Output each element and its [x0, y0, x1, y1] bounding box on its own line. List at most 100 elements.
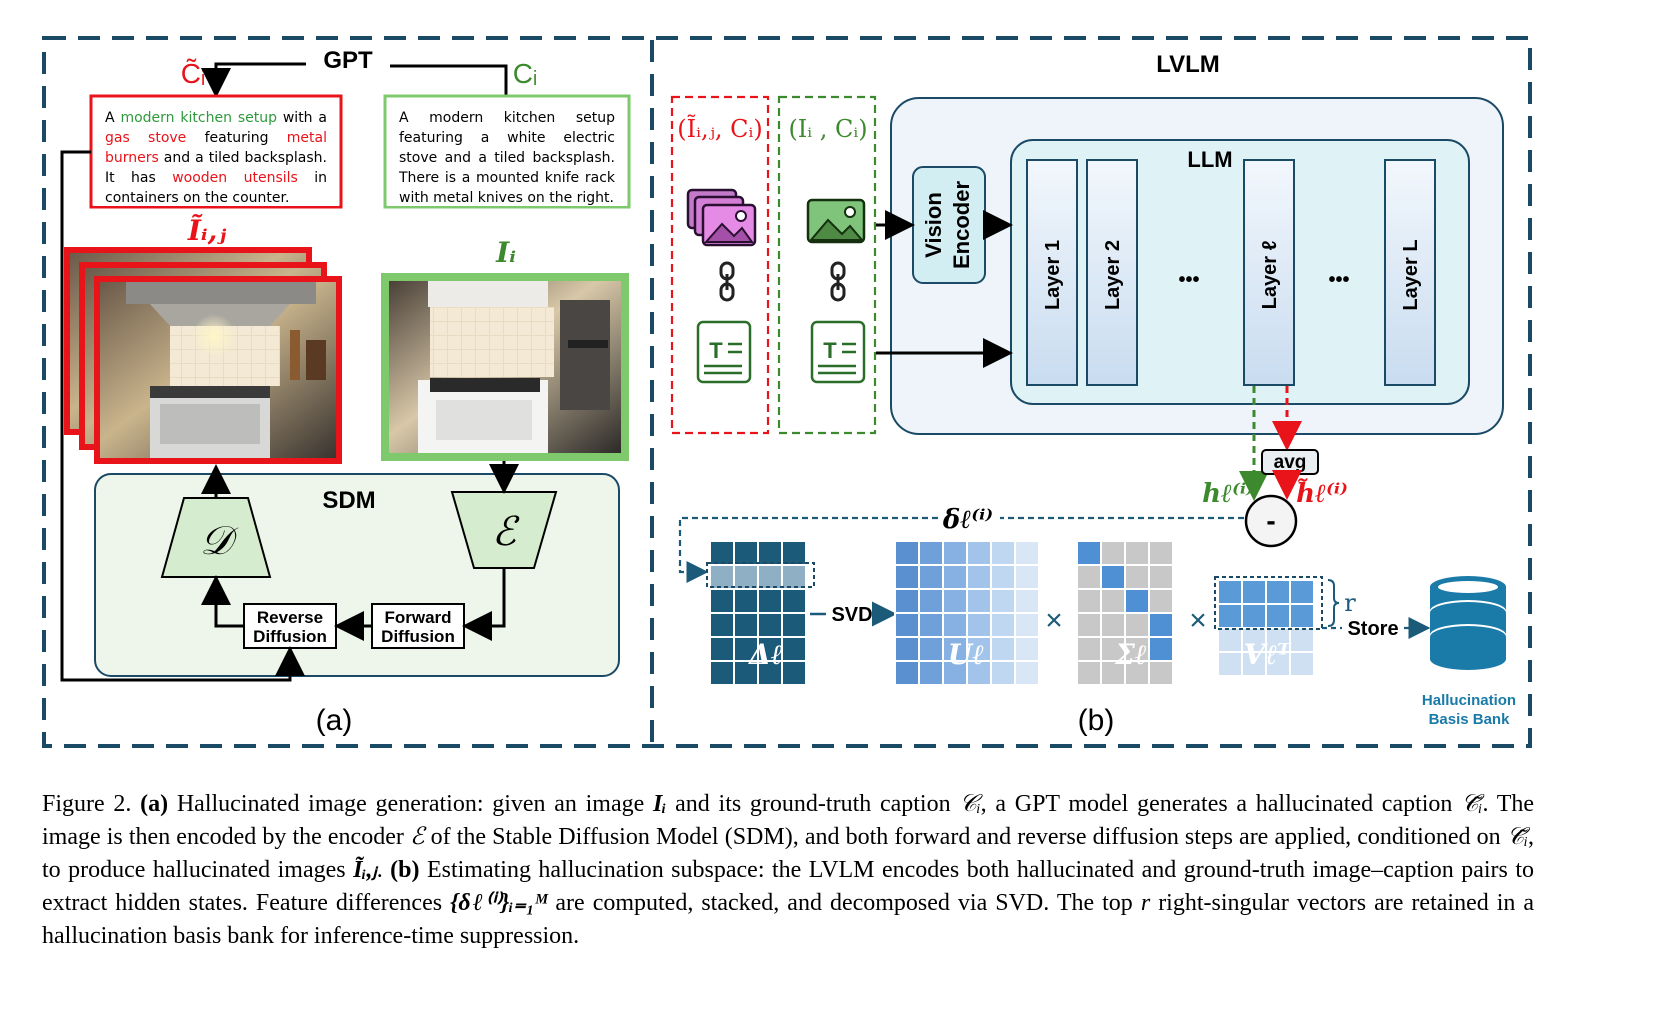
gt-pair-box [777, 95, 877, 435]
v-matrix-cell [1265, 579, 1291, 605]
sigma-matrix-cell [1100, 588, 1126, 614]
u-matrix-cell [990, 636, 1016, 662]
delta-matrix-cell [709, 564, 735, 590]
database-icon [1430, 576, 1506, 670]
u-matrix-cell [918, 540, 944, 566]
delta-matrix [709, 540, 807, 686]
layer-2-label: Layer 2 [1102, 240, 1124, 310]
layer-ellipsis-1: ••• [1178, 269, 1199, 291]
hallucinated-caption-part: gas stove [105, 130, 187, 146]
u-matrix-cell [894, 612, 920, 638]
sigma-matrix [1076, 540, 1174, 686]
u-matrix-cell [990, 588, 1016, 614]
caption-a-sym3: 𝒞̃ᵢ [1461, 791, 1483, 817]
delta-matrix-cell [733, 540, 759, 566]
v-matrix [1217, 579, 1315, 677]
v-matrix-cell [1289, 627, 1315, 653]
v-matrix-cell [1241, 651, 1267, 677]
image-icon [806, 198, 866, 244]
delta-matrix-cell [733, 564, 759, 590]
delta-matrix-cell [757, 540, 783, 566]
delta-label: δℓ⁽ⁱ⁾ [942, 505, 993, 535]
sigma-matrix-cell [1148, 588, 1174, 614]
u-matrix-cell [942, 612, 968, 638]
hallucinated-caption-part: with a [276, 110, 328, 126]
sigma-matrix-cell [1148, 540, 1174, 566]
u-matrix-cell [1014, 636, 1040, 662]
u-matrix-label: Uℓ [948, 638, 984, 671]
u-matrix-cell [918, 588, 944, 614]
hallucinated-image-stack [64, 247, 342, 464]
sigma-matrix-cell [1148, 636, 1174, 662]
delta-matrix-cell [781, 540, 807, 566]
forward-diffusion-line1: Forward [384, 608, 451, 627]
delta-matrix-cell [781, 660, 807, 686]
gt-image [381, 273, 629, 461]
caption-a-text5: of the Stable Diffusion Model (SDM), and… [430, 824, 1501, 850]
hallucinated-caption-part: metal burners [105, 130, 327, 166]
caption-condition-arrow [60, 150, 305, 682]
hallucinated-pair-box [670, 95, 770, 435]
u-matrix-cell [1014, 588, 1040, 614]
caption-a-sym5: 𝒞̃ᵢ [1506, 824, 1529, 850]
i-tilde-label: Ĩᵢ,ⱼ [187, 214, 227, 247]
gt-caption-text: A modern kitchen setup featuring a white… [387, 100, 627, 206]
caption-a-sym1: Iᵢ [653, 791, 667, 817]
caption-fig-label: Figure 2. [42, 791, 132, 817]
link-icon-gt [830, 261, 846, 302]
h-tilde-label: h̃ℓ⁽ⁱ⁾ [1296, 478, 1348, 509]
u-matrix-cell [942, 588, 968, 614]
minus-label: - [1266, 505, 1275, 536]
sigma-matrix-cell [1076, 660, 1102, 686]
caption-a-text6: , to produce hallucinated images [42, 824, 1535, 883]
sigma-matrix-cell [1148, 660, 1174, 686]
hallucinated-caption-part: in containers on the counter. [105, 170, 327, 206]
caption-a-sym2: 𝒞ᵢ [959, 791, 981, 817]
svd-label: SVD [831, 604, 872, 626]
u-matrix-cell [966, 588, 992, 614]
layer-l-label: Layer ℓ [1259, 240, 1281, 309]
u-matrix-cell [966, 564, 992, 590]
avg-label: avg [1274, 452, 1307, 473]
delta-matrix-cell [757, 564, 783, 590]
layer-l-block [1243, 159, 1295, 386]
vision-encoder-line2: Encoder [949, 181, 974, 269]
delta-matrix-cell [709, 588, 735, 614]
caption-a-tag: (a) [140, 791, 169, 817]
u-matrix-cell [990, 564, 1016, 590]
v-matrix-cell [1241, 603, 1267, 629]
gpt-to-hallucinated-arrow [201, 62, 306, 98]
v-matrix-cell [1217, 603, 1243, 629]
u-matrix-cell [894, 564, 920, 590]
caption-a-text2: and its ground-truth caption [675, 791, 951, 817]
u-matrix-cell [918, 612, 944, 638]
encoder-block [450, 491, 558, 569]
u-matrix-cell [990, 660, 1016, 686]
sigma-matrix-cell [1148, 564, 1174, 590]
caption-a-text7: . [376, 857, 383, 883]
caption-a-text3: , a GPT model generates a hallucinated c… [980, 791, 1453, 817]
delta-matrix-cell [781, 636, 807, 662]
v-matrix-cell [1217, 579, 1243, 605]
delta-highlight [706, 562, 815, 588]
forward-diffusion-line2: Diffusion [381, 627, 455, 646]
layer-last-label: Layer L [1400, 239, 1422, 310]
delta-matrix-cell [709, 612, 735, 638]
llm-label: LLM [1187, 147, 1232, 172]
i-label: Iᵢ [495, 236, 516, 269]
gpt-label: GPT [323, 47, 373, 74]
delta-matrix-cell [757, 588, 783, 614]
encoder-to-forward-arrow [462, 568, 506, 641]
figure-caption: Figure 2. (a) Hallucinated image generat… [42, 788, 1534, 953]
hallucinated-caption-part: A [105, 110, 121, 126]
sigma-matrix-cell [1124, 540, 1150, 566]
v-matrix-cell [1265, 651, 1291, 677]
text-document-icon-gt: T [810, 320, 866, 384]
gt-pair-label: (Iᵢ , Cᵢ) [788, 115, 867, 143]
u-matrix-cell [918, 660, 944, 686]
sdm-label: SDM [322, 487, 375, 514]
sigma-matrix-cell [1076, 540, 1102, 566]
u-matrix-cell [1014, 540, 1040, 566]
sigma-matrix-cell [1076, 588, 1102, 614]
gt-caption-to-gpt-line [390, 64, 508, 96]
